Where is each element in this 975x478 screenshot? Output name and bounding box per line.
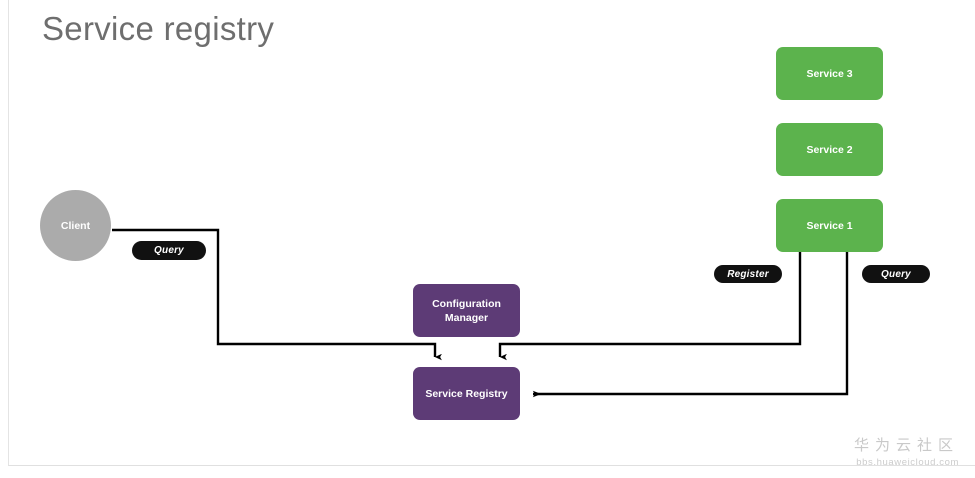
node-service-1-label: Service 1 xyxy=(806,219,853,232)
node-service-3[interactable]: Service 3 xyxy=(776,47,883,100)
node-service-2-label: Service 2 xyxy=(806,143,853,156)
node-client[interactable]: Client xyxy=(40,190,111,261)
edge-label-client-query-text: Query xyxy=(154,245,184,256)
edge-label-register: Register xyxy=(714,265,782,283)
edge-label-register-text: Register xyxy=(727,268,769,280)
watermark-url: bbs.huaweicloud.com xyxy=(856,457,959,468)
node-configuration-manager[interactable]: Configuration Manager xyxy=(413,284,520,337)
node-configuration-manager-label-line2: Manager xyxy=(444,311,489,324)
page-title: Service registry xyxy=(42,10,275,47)
node-service-registry[interactable]: Service Registry xyxy=(413,367,520,420)
node-service-1[interactable]: Service 1 xyxy=(776,199,883,252)
edge-label-client-query: Query xyxy=(132,241,206,260)
node-service-3-label: Service 3 xyxy=(806,67,853,80)
node-service-2[interactable]: Service 2 xyxy=(776,123,883,176)
node-service-registry-label: Service Registry xyxy=(425,387,508,400)
node-client-label: Client xyxy=(60,219,91,232)
edge-label-service1-query-text: Query xyxy=(881,268,911,280)
edge-label-service1-query: Query xyxy=(862,265,930,283)
watermark: 华为云社区 bbs.huaweicloud.com xyxy=(854,434,959,468)
node-configuration-manager-label-line1: Configuration xyxy=(432,297,501,310)
watermark-brand: 华为云社区 xyxy=(853,436,959,454)
